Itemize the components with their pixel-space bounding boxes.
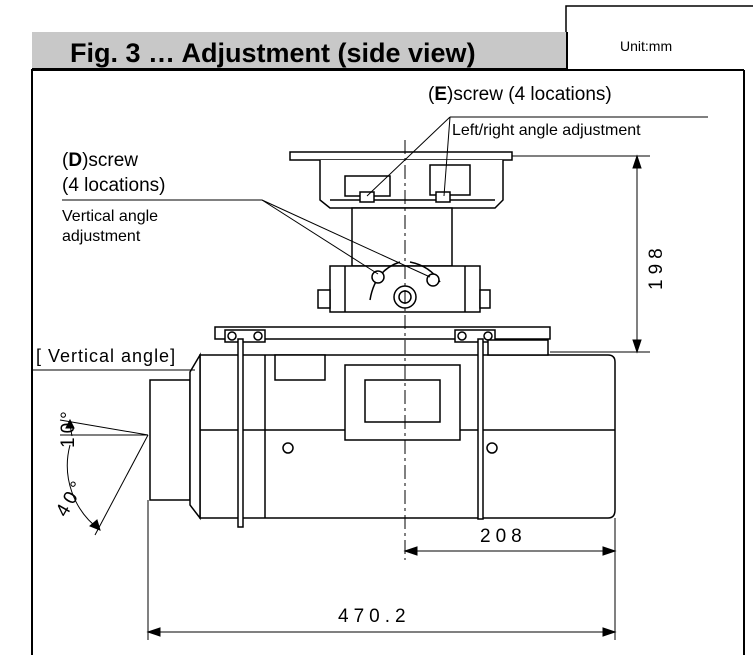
e-screw-open: ( (428, 84, 435, 105)
e-screw-leaders (366, 116, 708, 197)
vertical-angle-label: [ Vertical angle] (36, 346, 177, 366)
dimension-208-lines (403, 518, 617, 640)
d-screw-label: (D)screw (62, 150, 138, 172)
e-screw-description: Left/right angle adjustment (452, 122, 641, 139)
d-screw-letter: D (68, 150, 83, 171)
dimension-470-lines (146, 500, 617, 640)
support-rods (237, 338, 484, 528)
d-screw-rest: )screw (82, 150, 139, 171)
d-screw-count: (4 locations) (62, 175, 166, 196)
unit-label: Unit:mm (620, 38, 673, 54)
vertical-angle-lines (59, 418, 149, 536)
dimension-208: 208 (480, 526, 527, 547)
dimension-470: 470.2 (338, 606, 411, 627)
figure-title: Fig. 3 … Adjustment (side view) (70, 38, 476, 68)
lower-mount-plate (214, 326, 551, 343)
d-screw-description-line1: Vertical angle (62, 208, 159, 225)
mount-bracket (317, 207, 491, 313)
e-screw-label: (E)screw (4 locations) (428, 84, 612, 106)
angle-10: 10° (58, 407, 79, 448)
d-screw-description-line2: adjustment (62, 228, 141, 245)
dimension-198: 198 (646, 243, 667, 290)
e-screw-rest: )screw (4 locations) (447, 84, 612, 105)
dimension-198-lines (512, 154, 650, 354)
camera-housing (149, 339, 616, 521)
title-bar (32, 32, 568, 70)
d-screw-leaders (62, 199, 431, 278)
e-screw-letter: E (434, 84, 448, 105)
ceiling-mount-plate (289, 151, 513, 209)
d-screw-open: ( (62, 150, 69, 171)
